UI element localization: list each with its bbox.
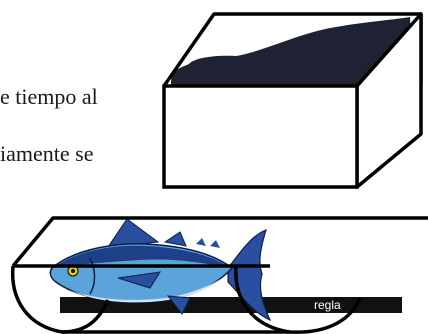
box-front-face — [162, 84, 359, 189]
open-box-icon — [162, 12, 423, 189]
box-dark-content — [170, 17, 413, 86]
fish-tray-icon: regla — [10, 216, 428, 334]
tuna-fish-icon — [49, 218, 272, 322]
tray-left-curve — [10, 265, 110, 334]
text-fragment-2: iamente se — [0, 141, 94, 166]
tray-back-rim — [11, 216, 428, 268]
text-fragment-1: e tiempo al — [0, 84, 98, 109]
ruler-label: regla — [314, 298, 341, 312]
